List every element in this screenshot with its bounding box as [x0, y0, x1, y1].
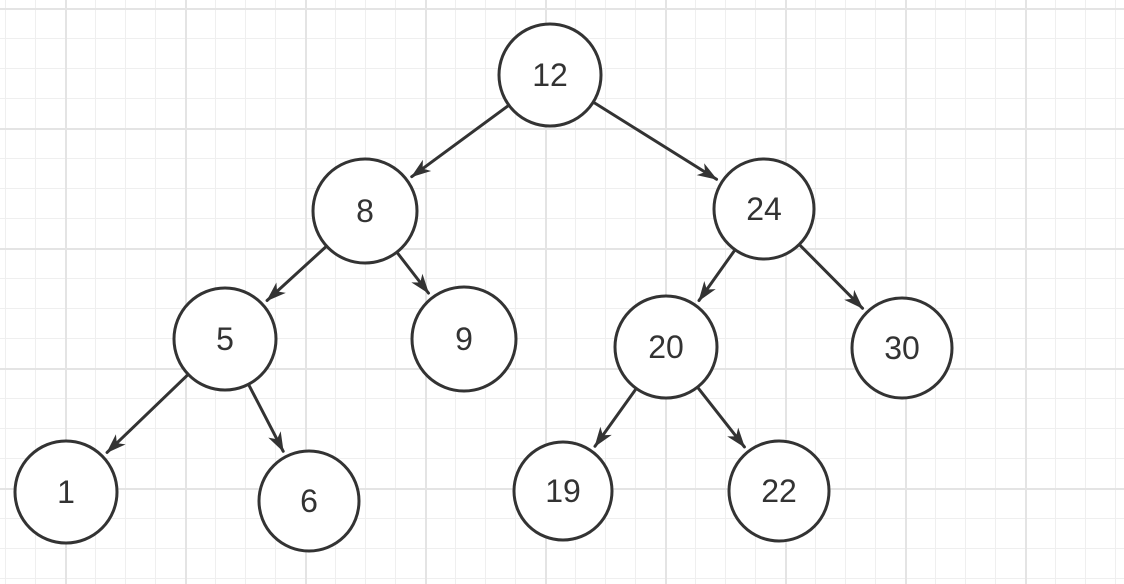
tree-edge-8-9[interactable] [395, 251, 431, 295]
node-circle-20[interactable] [613, 294, 719, 400]
tree-node-12[interactable]: 12 [497, 22, 603, 128]
node-circle-9[interactable] [410, 285, 518, 393]
node-label-24: 24 [746, 191, 782, 227]
tree-node-24[interactable]: 24 [712, 157, 816, 261]
edges-layer [105, 101, 865, 454]
tree-node-1[interactable]: 1 [13, 439, 119, 545]
node-label-12: 12 [532, 57, 568, 93]
tree-node-19[interactable]: 19 [512, 440, 614, 542]
node-circle-24[interactable] [712, 157, 816, 261]
tree-edge-5-6[interactable] [247, 383, 285, 453]
tree-edge-20-22[interactable] [696, 386, 746, 449]
tree-edge-12-24[interactable] [592, 101, 719, 181]
node-circle-19[interactable] [512, 440, 614, 542]
tree-edge-8-5[interactable] [265, 245, 328, 303]
node-label-8: 8 [356, 193, 374, 229]
node-circle-5[interactable] [172, 286, 278, 392]
tree-node-9[interactable]: 9 [410, 285, 518, 393]
tree-node-8[interactable]: 8 [311, 157, 419, 265]
tree-node-20[interactable]: 20 [613, 294, 719, 400]
tree-node-22[interactable]: 22 [727, 439, 831, 543]
tree-edge-24-30[interactable] [798, 243, 865, 310]
tree-node-5[interactable]: 5 [172, 286, 278, 392]
tree-edge-20-19[interactable] [593, 387, 638, 448]
node-label-6: 6 [300, 483, 318, 519]
node-label-9: 9 [455, 321, 473, 357]
node-label-1: 1 [57, 474, 75, 510]
node-circle-22[interactable] [727, 439, 831, 543]
tree-edge-5-1[interactable] [105, 373, 190, 454]
tree-node-30[interactable]: 30 [850, 296, 954, 400]
tree-node-6[interactable]: 6 [257, 449, 361, 553]
node-label-19: 19 [545, 473, 581, 509]
node-label-30: 30 [884, 330, 920, 366]
node-label-20: 20 [648, 329, 684, 365]
node-circle-8[interactable] [311, 157, 419, 265]
node-label-5: 5 [216, 321, 234, 357]
node-label-22: 22 [761, 473, 797, 509]
tree-edge-12-8[interactable] [410, 104, 510, 179]
tree-edge-24-20[interactable] [697, 249, 736, 303]
node-circle-1[interactable] [13, 439, 119, 545]
node-circle-30[interactable] [850, 296, 954, 400]
node-circle-6[interactable] [257, 449, 361, 553]
node-circle-12[interactable] [497, 22, 603, 128]
